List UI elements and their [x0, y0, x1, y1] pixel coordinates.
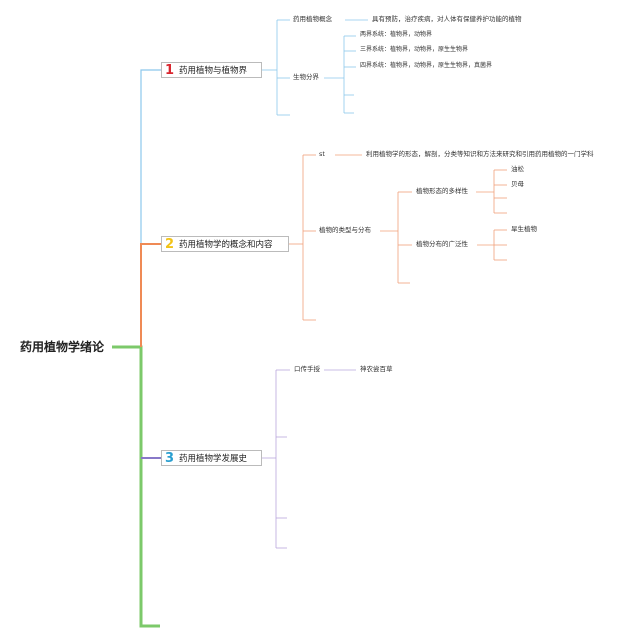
main-trunk-line	[112, 345, 160, 628]
kingdom-system-four[interactable]: 四界系统：植物界，动物界，原生生物界，真菌界	[360, 62, 493, 69]
classification-label[interactable]: 生物分界	[293, 73, 319, 81]
branch-2-link	[140, 243, 161, 347]
distribution-label[interactable]: 植物分布的广泛性	[416, 240, 468, 248]
kingdom-system-three[interactable]: 三界系统：植物界，动物界，原生生物界	[360, 46, 469, 53]
branch-1-label: 药用植物与植物界	[179, 66, 248, 76]
branch-2-number: 2	[165, 236, 175, 252]
types-label[interactable]: 植物的类型与分布	[319, 226, 371, 234]
oral-tradition-item[interactable]: 神农尝百草	[360, 365, 393, 373]
diversity-item-fritillary[interactable]: 贝母	[511, 180, 524, 188]
branch-1-link	[140, 69, 161, 347]
branch-3-label: 药用植物学发展史	[179, 454, 248, 464]
branch-3-topic[interactable]: 3 药用植物学发展史	[161, 450, 262, 466]
definition-label[interactable]: st	[319, 150, 325, 158]
branch-2-subtree	[289, 154, 507, 321]
branch-1-subtree	[262, 19, 368, 116]
branch-2-label: 药用植物学的概念和内容	[179, 240, 273, 250]
diversity-label[interactable]: 植物形态的多样性	[416, 187, 468, 195]
branch-3-subtree	[262, 369, 356, 549]
oral-tradition-label[interactable]: 口传手授	[294, 365, 320, 373]
distribution-item-xerophyte[interactable]: 旱生植物	[511, 225, 537, 233]
branch-3-number: 3	[165, 450, 175, 466]
concept-label[interactable]: 药用植物概念	[293, 15, 332, 23]
diversity-item-pine[interactable]: 油松	[511, 165, 524, 173]
branch-1-topic[interactable]: 1 药用植物与植物界	[161, 62, 262, 78]
definition-description[interactable]: 利用植物学的形态，解剖，分类等知识和方法来研究和引用药用植物的一门学科	[366, 150, 594, 158]
kingdom-system-two[interactable]: 两界系统：植物界，动物界	[360, 31, 433, 38]
root-topic[interactable]: 药用植物学绪论	[20, 340, 105, 354]
branch-2-topic[interactable]: 2 药用植物学的概念和内容	[161, 236, 289, 252]
branch-1-number: 1	[165, 62, 175, 78]
concept-description[interactable]: 具有预防，治疗疾病，对人体有保健养护功能的植物	[372, 15, 522, 23]
